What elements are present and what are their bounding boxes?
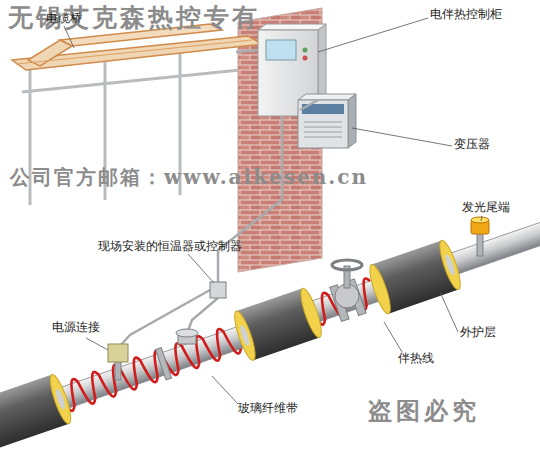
transformer — [298, 94, 356, 148]
watermark: 无锡艾克森热控专有 — [8, 4, 260, 32]
part-label: 电缆桥 — [46, 12, 82, 25]
part-label: 电伴热控制柜 — [430, 8, 502, 21]
part-label: 伴热线 — [398, 352, 434, 365]
heating-cable — [56, 324, 242, 413]
glowing-end — [471, 217, 489, 256]
watermark: 公司官方邮箱：www.aikesen.cn — [10, 166, 368, 188]
part-label: 现场安装的恒温器或控制器 — [98, 240, 242, 253]
leader-lines — [64, 18, 482, 404]
watermark: 盗图必究 — [368, 398, 480, 424]
pipe-assembly — [0, 203, 540, 453]
part-label: 发光尾端 — [462, 201, 510, 214]
part-label: 变压器 — [454, 138, 490, 151]
valve — [332, 260, 362, 308]
power-connection-box — [108, 344, 128, 380]
part-label: 电源连接 — [52, 321, 100, 334]
control-cabinet — [258, 24, 326, 116]
part-label: 外护层 — [460, 326, 496, 339]
thermostat — [176, 282, 226, 344]
part-label: 玻璃纤维带 — [238, 402, 298, 415]
